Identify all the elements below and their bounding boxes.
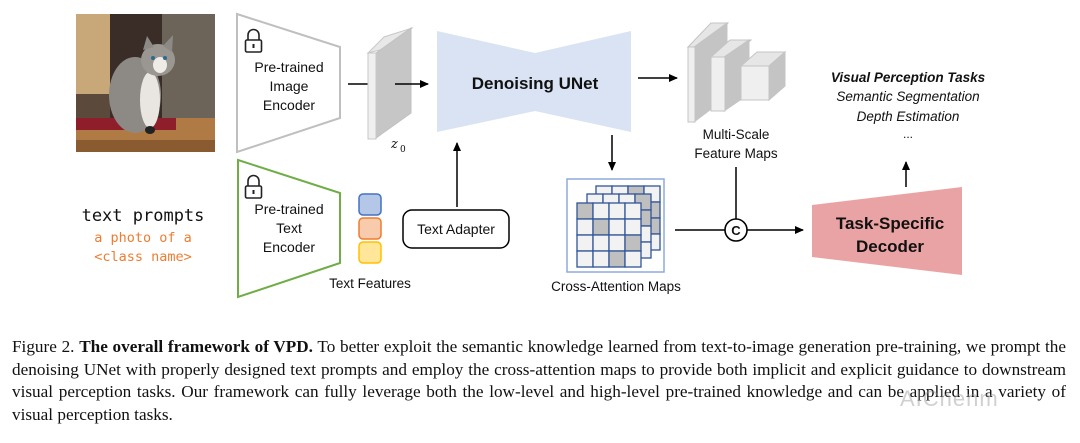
text-encoder-label-1: Pre-trained	[254, 201, 323, 217]
attention-cell	[608, 202, 626, 220]
visual-perception-tasks: Visual Perception Tasks Semantic Segment…	[831, 70, 986, 141]
text-feature-token	[358, 241, 382, 264]
text-prompts: text prompts a photo of a <class name>	[82, 206, 205, 265]
latent-subscript: 0	[400, 145, 406, 155]
vpd-framework-diagram: Pre-trained Image Encoder z 0 Denoising …	[76, 12, 986, 299]
text-encoder-label-3: Encoder	[263, 239, 315, 255]
image-encoder-label-1: Pre-trained	[254, 59, 323, 75]
lock-icon	[244, 174, 263, 199]
text-feature-token	[358, 217, 382, 240]
attention-cell	[592, 218, 610, 236]
attention-grid-stack	[576, 185, 661, 268]
text-adapter: Text Adapter	[402, 209, 510, 249]
attention-cell	[592, 202, 610, 220]
task-specific-decoder: Task-Specific Decoder	[812, 187, 962, 275]
latent-z0: z 0	[366, 26, 414, 155]
denoising-unet: Denoising UNet	[437, 31, 631, 132]
task-item: Semantic Segmentation	[836, 89, 979, 104]
attention-cell	[624, 202, 642, 220]
feature-maps-label-1: Multi-Scale	[703, 127, 770, 142]
attention-cell	[624, 218, 642, 236]
image-encoder-label-3: Encoder	[263, 97, 315, 113]
prompt-template-line-1: a photo of a	[94, 230, 192, 246]
attention-cell	[624, 234, 642, 252]
concat-node: C	[724, 218, 748, 242]
cross-attention-maps: Cross-Attention Maps	[551, 178, 681, 294]
input-image	[76, 14, 215, 152]
feature-maps-label-2: Feature Maps	[694, 146, 778, 161]
attention-cell	[608, 234, 626, 252]
attention-cell	[592, 250, 610, 268]
decoder-label-2: Decoder	[856, 237, 924, 256]
task-item: Depth Estimation	[857, 109, 960, 124]
image-encoder-label-2: Image	[270, 78, 309, 94]
text-features-label: Text Features	[329, 276, 411, 291]
multi-scale-feature-maps: Multi-Scale Feature Maps	[686, 22, 787, 161]
concat-symbol: C	[731, 223, 741, 238]
attention-cell	[576, 234, 594, 252]
cross-attention-label: Cross-Attention Maps	[551, 279, 681, 294]
prompt-template-line-2: <class name>	[94, 249, 192, 265]
text-features: Text Features	[329, 193, 411, 291]
image-encoder: Pre-trained Image Encoder	[236, 12, 341, 154]
text-encoder: Pre-trained Text Encoder	[237, 158, 341, 299]
attention-cell	[576, 218, 594, 236]
text-prompts-title: text prompts	[82, 206, 205, 226]
attention-cell	[624, 250, 642, 268]
watermark: AIChenm	[900, 386, 999, 411]
attention-cell	[576, 202, 594, 220]
caption-title: The overall framework of VPD.	[79, 337, 313, 356]
decoder-label-1: Task-Specific	[836, 214, 944, 233]
figure-caption: Figure 2. The overall framework of VPD. …	[12, 336, 1066, 426]
latent-label: z	[390, 137, 398, 152]
caption-body: To better exploit the semantic knowledge…	[12, 337, 1067, 424]
task-item: ...	[903, 127, 913, 141]
caption-prefix: Figure 2.	[12, 337, 75, 356]
attention-cell	[576, 250, 594, 268]
attention-cell	[608, 250, 626, 268]
unet-label: Denoising UNet	[472, 74, 599, 93]
text-encoder-label-2: Text	[276, 220, 302, 236]
lock-icon	[244, 28, 263, 53]
text-adapter-label: Text Adapter	[417, 221, 495, 237]
tasks-title: Visual Perception Tasks	[831, 70, 986, 85]
text-feature-token	[358, 193, 382, 216]
attention-cell	[592, 234, 610, 252]
attention-cell	[608, 218, 626, 236]
